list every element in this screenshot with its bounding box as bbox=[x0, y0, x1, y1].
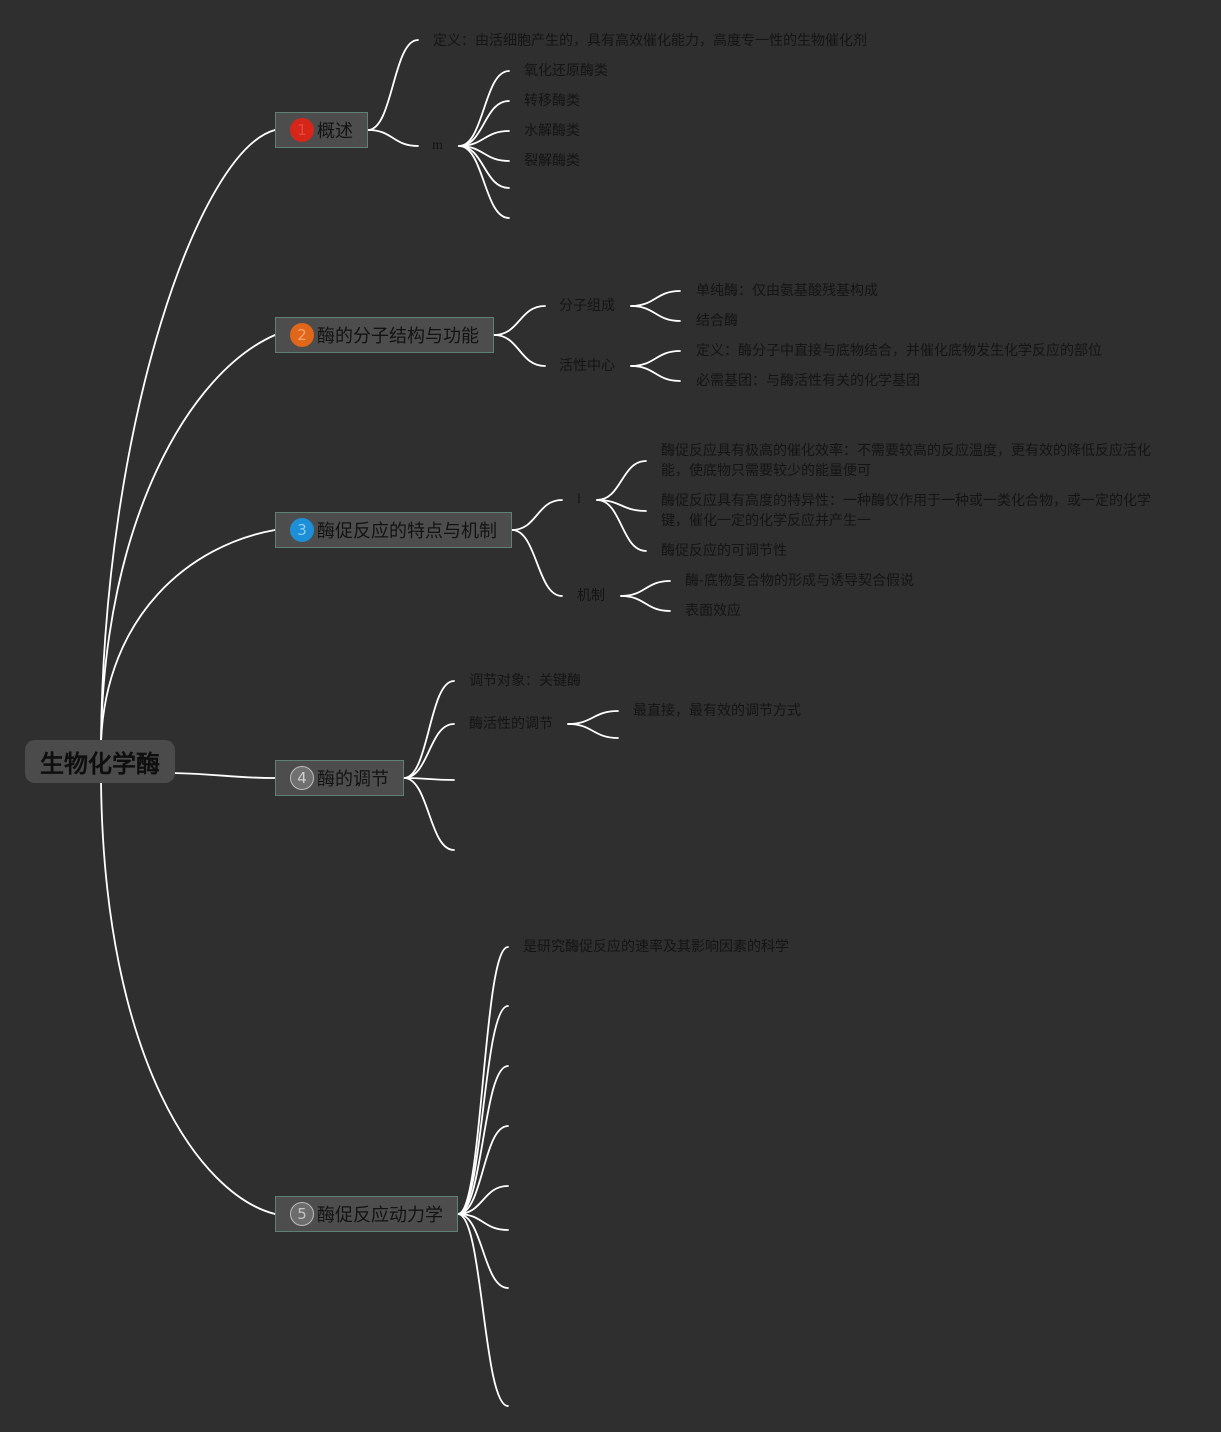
connector-root-to-features bbox=[100, 529, 276, 743]
main-topic-label: 酶促反应动力学 bbox=[317, 1205, 443, 1226]
connector-composition-2 bbox=[630, 305, 681, 322]
connector-active-center-1 bbox=[630, 350, 681, 367]
subtopic-high-specificity[interactable]: 酶促反应具有高度的特异性：一种酶仅作用于一种或一类化合物，或一定的化学键，催化一… bbox=[661, 493, 1151, 529]
subtopic-empty[interactable] bbox=[523, 1220, 537, 1240]
connector-classification-6 bbox=[458, 145, 510, 219]
connector-classification-1 bbox=[458, 70, 510, 147]
subtopic-empty[interactable] bbox=[523, 1116, 537, 1136]
subtopic-regulability[interactable]: 酶促反应的可调节性 bbox=[661, 543, 787, 559]
main-topic-label: 酶促反应的特点与机制 bbox=[317, 521, 497, 542]
connector-characteristics-1 bbox=[596, 460, 647, 501]
subtopic-conjugated-enzyme[interactable]: 结合酶 bbox=[696, 313, 738, 329]
subtopic-essential-groups[interactable]: 必需基团：与酶活性有关的化学基团 bbox=[696, 373, 920, 389]
connector-structure-1 bbox=[493, 305, 546, 336]
connector-kinetics-4 bbox=[457, 1125, 509, 1215]
subtopic-empty[interactable] bbox=[523, 996, 537, 1016]
subtopic-empty[interactable] bbox=[523, 1396, 537, 1416]
main-topic-label: 酶的调节 bbox=[317, 769, 389, 790]
subtopic-high-efficiency[interactable]: 酶促反应具有极高的催化效率：不需要较高的反应温度，更有效的降低反应活化能，使底物… bbox=[661, 443, 1151, 479]
subtopic-empty[interactable] bbox=[523, 1278, 537, 1298]
subtopic-molecular-composition[interactable]: 分子组成 bbox=[559, 298, 615, 314]
subtopic-regulation-target[interactable]: 调节对象：关键酶 bbox=[469, 673, 581, 689]
connector-regulation-2 bbox=[403, 723, 455, 779]
subtopic-empty[interactable] bbox=[469, 770, 483, 790]
priority-2-icon: 2 bbox=[290, 323, 314, 347]
priority-3-icon: 3 bbox=[290, 518, 314, 542]
main-topic-label: 酶的分子结构与功能 bbox=[317, 326, 479, 347]
connector-regulation-4 bbox=[403, 777, 455, 851]
connector-overview-2 bbox=[367, 129, 419, 147]
connector-kinetics-8 bbox=[457, 1213, 509, 1407]
subtopic-empty[interactable] bbox=[524, 208, 538, 228]
subtopic-mechanism[interactable]: 机制 bbox=[577, 588, 605, 604]
root-topic-label: 生物化学酶 bbox=[40, 750, 160, 778]
subtopic-oxidoreductase[interactable]: 氧化还原酶类 bbox=[524, 63, 608, 79]
priority-1-icon: 1 bbox=[290, 118, 314, 142]
subtopic-most-direct-way[interactable]: 最直接，最有效的调节方式 bbox=[633, 703, 801, 719]
connector-activity-regulation-2 bbox=[567, 723, 619, 739]
connector-root-to-overview bbox=[100, 129, 276, 743]
subtopic-hydrolase[interactable]: 水解酶类 bbox=[524, 123, 580, 139]
priority-4-icon: 4 bbox=[290, 766, 314, 790]
subtopic-active-center-definition[interactable]: 定义：酶分子中直接与底物结合，并催化底物发生化学反应的部位 bbox=[696, 343, 1102, 359]
subtopic-empty[interactable] bbox=[524, 178, 538, 198]
connector-characteristics-3 bbox=[596, 499, 647, 552]
connector-kinetics-3 bbox=[457, 1065, 509, 1215]
main-topic-overview[interactable]: 1 概述 bbox=[275, 112, 368, 148]
connector-kinetics-2 bbox=[457, 1005, 509, 1215]
connector-mechanism-2 bbox=[620, 595, 671, 612]
connector-regulation-1 bbox=[403, 680, 455, 779]
subtopic-surface-effect[interactable]: 表面效应 bbox=[685, 603, 741, 619]
connector-regulation-3 bbox=[403, 777, 455, 781]
connector-kinetics-5 bbox=[457, 1185, 509, 1215]
main-topic-kinetics[interactable]: 5 酶促反应动力学 bbox=[275, 1196, 458, 1232]
connector-activity-regulation-1 bbox=[567, 710, 619, 725]
subtopic-kinetics-definition[interactable]: 是研究酶促反应的速率及其影响因素的科学 bbox=[523, 939, 789, 955]
main-topic-features-mechanism[interactable]: 3 酶促反应的特点与机制 bbox=[275, 512, 512, 548]
connector-kinetics-6 bbox=[457, 1213, 509, 1231]
connector-structure-2 bbox=[493, 334, 546, 367]
connector-features-1 bbox=[511, 499, 563, 531]
subtopic-lyase[interactable]: 裂解酶类 bbox=[524, 153, 580, 169]
subtopic-classification[interactable]: m bbox=[432, 138, 443, 153]
connector-kinetics-1 bbox=[457, 946, 509, 1215]
subtopic-empty[interactable] bbox=[523, 1056, 537, 1076]
subtopic-active-center[interactable]: 活性中心 bbox=[559, 358, 615, 374]
subtopic-transferase[interactable]: 转移酶类 bbox=[524, 93, 580, 109]
connector-features-2 bbox=[511, 529, 563, 597]
subtopic-empty[interactable] bbox=[633, 728, 647, 748]
root-topic[interactable]: 生物化学酶 bbox=[25, 740, 175, 783]
subtopic-activity-regulation[interactable]: 酶活性的调节 bbox=[469, 716, 553, 732]
connector-active-center-2 bbox=[630, 365, 681, 382]
subtopic-empty[interactable] bbox=[469, 840, 483, 860]
priority-5-icon: 5 bbox=[290, 1202, 314, 1226]
connector-root-to-regulation bbox=[171, 772, 276, 779]
main-topic-structure-function[interactable]: 2 酶的分子结构与功能 bbox=[275, 317, 494, 353]
connector-root-to-kinetics bbox=[100, 780, 276, 1215]
connector-mechanism-1 bbox=[620, 580, 671, 597]
connector-root-to-structure bbox=[100, 334, 276, 743]
subtopic-induced-fit[interactable]: 酶-底物复合物的形成与诱导契合假说 bbox=[685, 573, 915, 589]
connector-kinetics-7 bbox=[457, 1213, 509, 1289]
connector-composition-1 bbox=[630, 290, 681, 307]
subtopic-simple-enzyme[interactable]: 单纯酶：仅由氨基酸残基构成 bbox=[696, 283, 878, 299]
subtopic-characteristics[interactable]: l bbox=[577, 492, 581, 507]
main-topic-label: 概述 bbox=[317, 121, 353, 142]
subtopic-empty[interactable] bbox=[523, 1176, 537, 1196]
subtopic-enzyme-definition[interactable]: 定义：由活细胞产生的，具有高效催化能力，高度专一性的生物催化剂 bbox=[433, 33, 867, 49]
connector-overview-1 bbox=[367, 39, 419, 131]
main-topic-regulation[interactable]: 4 酶的调节 bbox=[275, 760, 404, 796]
